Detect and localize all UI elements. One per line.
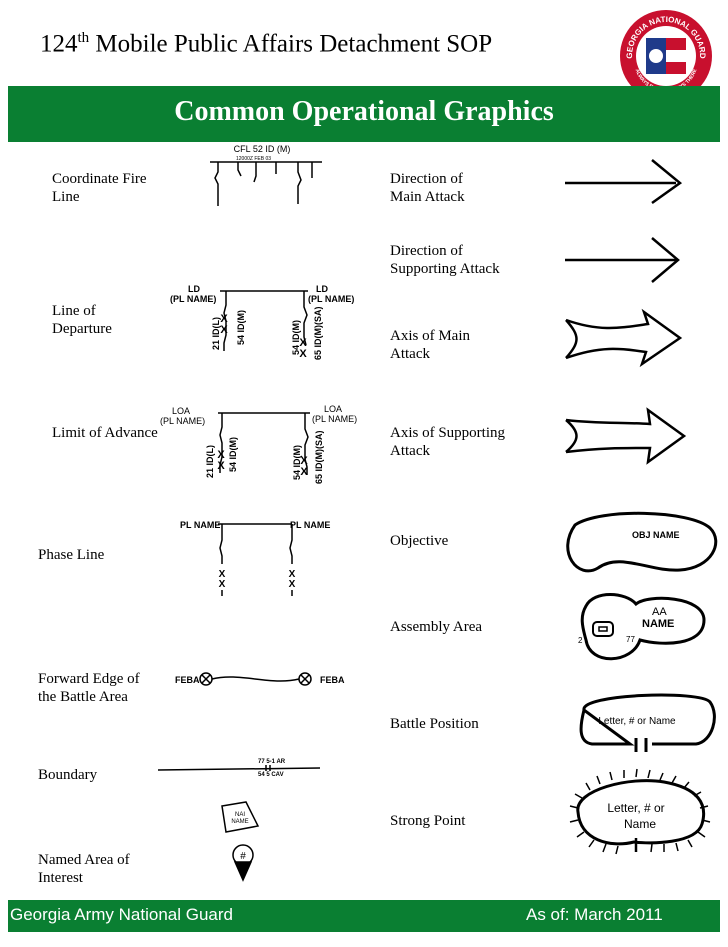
label-axis-supporting-attack: Axis of Supporting Attack	[390, 425, 506, 459]
svg-text:Letter, # or Name: Letter, # or Name	[598, 716, 676, 727]
svg-text:54 ID(M): 54 ID(M)	[236, 310, 246, 345]
coordinate-fire-line-graphic: CFL 52 ID (M) 12000Z FEB 03	[210, 144, 322, 206]
footer-bar	[8, 900, 720, 932]
label-coordinate-fire-line: Coordinate Fire Line	[52, 171, 147, 205]
banner-title: Common Operational Graphics	[174, 96, 554, 127]
objective-graphic: OBJ NAME	[566, 511, 718, 573]
svg-text:54 ID(M): 54 ID(M)	[291, 320, 301, 355]
svg-text:(PL NAME): (PL NAME)	[308, 294, 354, 304]
svg-text:#: #	[240, 851, 246, 862]
label-limit-of-advance: Limit of Advance	[52, 425, 158, 441]
svg-text:12000Z FEB 03: 12000Z FEB 03	[236, 156, 271, 162]
label-named-area-of-interest: Named Area of Interest	[38, 852, 130, 886]
phase-line-graphic: PL NAME PL NAME X X X X	[180, 520, 330, 596]
feba-graphic: FEBA FEBA	[175, 672, 345, 686]
svg-text:CFL 52 ID (M): CFL 52 ID (M)	[234, 144, 291, 154]
svg-text:X: X	[220, 324, 228, 336]
label-phase-line: Phase Line	[38, 547, 105, 563]
svg-text:X: X	[300, 466, 308, 478]
svg-text:54 ID(M): 54 ID(M)	[228, 437, 238, 472]
svg-text:AA: AA	[652, 606, 667, 618]
svg-text:X: X	[299, 337, 307, 349]
svg-text:FEBA: FEBA	[175, 675, 200, 685]
svg-text:X: X	[300, 455, 308, 467]
document-title: 124th Mobile Public Affairs Detachment S…	[40, 30, 493, 58]
battle-position-graphic: Letter, # or Name	[579, 693, 716, 752]
label-objective: Objective	[390, 533, 449, 549]
label-assembly-area: Assembly Area	[390, 619, 483, 635]
svg-text:NAI: NAI	[235, 812, 245, 818]
label-axis-main-attack: Axis of Main Attack	[390, 328, 470, 362]
label-strong-point: Strong Point	[390, 813, 466, 829]
svg-text:OBJ NAME: OBJ NAME	[632, 530, 680, 540]
axis-supporting-attack-arrow	[565, 407, 687, 465]
boundary-graphic: 77 5-1 AR 54 5 CAV	[157, 759, 321, 778]
label-direction-supporting-attack: Direction of Supporting Attack	[390, 243, 500, 277]
svg-text:LOA: LOA	[172, 406, 190, 416]
svg-text:2: 2	[578, 636, 583, 645]
svg-text:LOA: LOA	[324, 404, 342, 414]
svg-text:X: X	[289, 579, 296, 590]
svg-text:X: X	[299, 348, 307, 360]
svg-text:(PL NAME): (PL NAME)	[170, 294, 216, 304]
svg-text:21 ID(L): 21 ID(L)	[211, 317, 221, 350]
georgia-national-guard-seal-icon: GEORGIA NATIONAL GUARD ALWAYS READY, ALW…	[620, 10, 712, 102]
label-feba: Forward Edge of the Battle Area	[38, 671, 140, 705]
footer-date: As of: March 2011	[526, 905, 663, 924]
label-battle-position: Battle Position	[390, 716, 479, 732]
svg-text:X: X	[289, 569, 296, 580]
svg-text:X: X	[220, 313, 228, 325]
svg-text:Letter, # or: Letter, # or	[607, 801, 664, 815]
svg-text:LD: LD	[188, 284, 200, 294]
svg-text:Name: Name	[624, 817, 656, 831]
footer-organization: Georgia Army National Guard	[10, 905, 233, 924]
svg-text:54 5 CAV: 54 5 CAV	[258, 772, 284, 778]
label-direction-main-attack: Direction of Main Attack	[390, 171, 465, 205]
label-boundary: Boundary	[38, 767, 98, 783]
svg-text:FEBA: FEBA	[320, 675, 345, 685]
svg-text:54 ID(M): 54 ID(M)	[292, 445, 302, 480]
banner-bar	[8, 86, 720, 142]
strong-point-graphic: Letter, # or Name	[569, 768, 711, 855]
svg-text:NAME: NAME	[231, 819, 248, 825]
svg-text:PL NAME: PL NAME	[290, 520, 330, 530]
svg-text:(PL NAME): (PL NAME)	[160, 416, 205, 426]
svg-text:77 5-1 AR: 77 5-1 AR	[258, 759, 286, 765]
direction-supporting-attack-arrow	[565, 237, 680, 283]
svg-text:PL NAME: PL NAME	[180, 520, 220, 530]
assembly-area-graphic: AA NAME 2 77	[578, 593, 706, 661]
line-of-departure-graphic: LD (PL NAME) LD (PL NAME) X X X X 21 ID(…	[170, 284, 354, 360]
svg-text:X: X	[219, 579, 226, 590]
svg-text:77: 77	[626, 635, 635, 644]
svg-text:65 ID(M)(SA): 65 ID(M)(SA)	[314, 430, 324, 484]
svg-text:65 ID(M)(SA): 65 ID(M)(SA)	[313, 306, 323, 360]
named-area-of-interest-graphic: NAI NAME #	[221, 801, 260, 882]
svg-text:X: X	[217, 460, 225, 472]
svg-text:(PL NAME): (PL NAME)	[312, 414, 357, 424]
svg-text:21 ID(L): 21 ID(L)	[205, 445, 215, 478]
axis-main-attack-arrow	[565, 308, 683, 368]
direction-main-attack-arrow	[565, 159, 683, 205]
svg-text:LD: LD	[316, 284, 328, 294]
svg-text:X: X	[219, 569, 226, 580]
limit-of-advance-graphic: LOA (PL NAME) LOA (PL NAME) X X X X 21 I…	[160, 404, 357, 484]
label-line-of-departure: Line of Departure	[52, 303, 112, 337]
svg-text:X: X	[217, 449, 225, 461]
svg-text:NAME: NAME	[642, 618, 674, 630]
